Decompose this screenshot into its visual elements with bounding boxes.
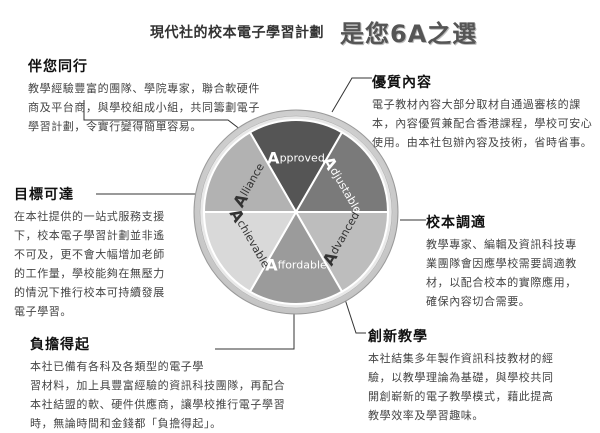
body-line: 確保內容切合需要。 xyxy=(426,295,531,308)
wheel-label-affordable: Affordable xyxy=(265,255,327,274)
wheel-segment-alliance xyxy=(202,130,298,213)
body-adjust: 教學專家、編輯及資訊科技專 業團隊會因應學校需要調適教 材，以配合校本的實際應用… xyxy=(426,235,598,311)
connector-affordable xyxy=(215,304,295,350)
block-innovation: 創新教學 本社結集多年製作資訊科技教材的經 驗，以教學理論為基礎，與學校共同 開… xyxy=(368,326,594,425)
body-line: 在本社提供的一站式服務支援 xyxy=(14,210,165,223)
wheel-label-capital: A xyxy=(267,148,280,167)
wheel-label-rest: pproved xyxy=(280,152,325,165)
body-innovation: 本社結集多年製作資訊科技教材的經 驗，以教學理論為基礎，與學校共同 開創嶄新的電… xyxy=(368,349,594,425)
heading-adjust: 校本調適 xyxy=(426,215,486,231)
body-line: 教學效率及學習趣味。 xyxy=(368,409,484,422)
connector-quality xyxy=(331,77,372,113)
body-line: 的工作量，學校能夠在無壓力 xyxy=(14,267,165,280)
body-line: 習材料，加上具豐富經驗的資訊科技團隊，再配合 xyxy=(30,379,286,392)
heading-quality: 優質內容 xyxy=(372,75,432,91)
heading-affordable: 負擔得起 xyxy=(30,337,90,353)
block-goal: 目標可達 在本社提供的一站式服務支援 下，校本電子學習計劃並非遙 不可及，更不會… xyxy=(14,184,206,321)
body-line: 教學經驗豐富的團隊、學院專家，聯合軟硬件 xyxy=(28,82,260,95)
body-line: 本社結盟的軟、硬件供應商，讓學校推行電子學習 xyxy=(30,398,286,411)
block-quality: 優質內容 電子教材內容大部分取材自通過審核的課 本，內容優質兼配合香港課程，學校… xyxy=(372,72,594,152)
body-line: 本，內容優質兼配合香港課程，學校可安心 xyxy=(372,117,593,130)
body-line: 不可及，更不會大幅增加老師 xyxy=(14,248,165,261)
block-affordable: 負擔得起 本社已備有各科及各類型的電子學 習材料，加上具豐富經驗的資訊科技團隊，… xyxy=(30,334,295,433)
wheel-segment-achievable xyxy=(202,211,298,294)
block-adjust: 校本調適 教學專家、編輯及資訊科技專 業團隊會因應學校需要調適教 材，以配合校本… xyxy=(426,212,598,311)
title-accent: 是您6A之選 xyxy=(340,20,478,48)
body-line: 時，無論時間和金錢都「負擔得起」。 xyxy=(30,417,222,430)
title-main: 現代社的校本電子學習計劃 xyxy=(150,25,324,41)
body-goal: 在本社提供的一站式服務支援 下，校本電子學習計劃並非遙 不可及，更不會大幅增加老… xyxy=(14,207,206,321)
body-line: 驗，以教學理論為基礎，與學校共同 xyxy=(368,371,554,384)
body-line: 商及平台商，與學校組成小組，共同籌劃電子 xyxy=(28,101,260,114)
body-line: 下，校本電子學習計劃並非遙 xyxy=(14,229,165,242)
wheel-label-approved: Approved xyxy=(267,148,325,167)
body-line: 教學專家、編輯及資訊科技專 xyxy=(426,238,577,251)
wheel-segment-advanced xyxy=(294,211,390,294)
body-affordable: 本社已備有各科及各類型的電子學 習材料，加上具豐富經驗的資訊科技團隊，再配合 本… xyxy=(30,357,295,433)
wheel-label-capital: A xyxy=(265,255,278,274)
body-line: 電子學習。 xyxy=(14,305,72,318)
heading-innovation: 創新教學 xyxy=(368,329,428,345)
wheel-segment-adjustable xyxy=(294,130,390,213)
body-line: 學習計劃，令實行變得簡單容易。 xyxy=(28,120,202,133)
page-title: 現代社的校本電子學習計劃 是您6A之選 xyxy=(150,12,480,48)
connector-innov xyxy=(341,289,366,334)
block-partner: 伴您同行 教學經驗豐富的團隊、學院專家，聯合軟硬件 商及平台商，與學校組成小組，… xyxy=(28,56,268,136)
wheel-label-rest: ffordable xyxy=(278,258,327,271)
heading-partner: 伴您同行 xyxy=(28,59,88,75)
wheel-segment-approved xyxy=(248,119,344,214)
body-line: 開創嶄新的電子教學模式，藉此提高 xyxy=(368,390,554,403)
body-line: 本社結集多年製作資訊科技教材的經 xyxy=(368,352,554,365)
body-quality: 電子教材內容大部分取材自通過審核的課 本，內容優質兼配合香港課程，學校可安心 使… xyxy=(372,95,594,152)
body-line: 電子教材內容大部分取材自通過審核的課 xyxy=(372,98,581,111)
heading-goal: 目標可達 xyxy=(14,187,74,203)
body-line: 業團隊會因應學校需要調適教 xyxy=(426,257,577,270)
body-line: 本社已備有各科及各類型的電子學 xyxy=(30,360,204,373)
body-line: 使用。由本社包辦內容及技術，省時省事。 xyxy=(372,136,593,149)
wheel-segment-affordable xyxy=(248,210,344,305)
body-line: 材，以配合校本的實際應用， xyxy=(426,276,577,289)
body-line: 的情況下推行校本可持續發展 xyxy=(14,286,165,299)
body-partner: 教學經驗豐富的團隊、學院專家，聯合軟硬件 商及平台商，與學校組成小組，共同籌劃電… xyxy=(28,79,268,136)
